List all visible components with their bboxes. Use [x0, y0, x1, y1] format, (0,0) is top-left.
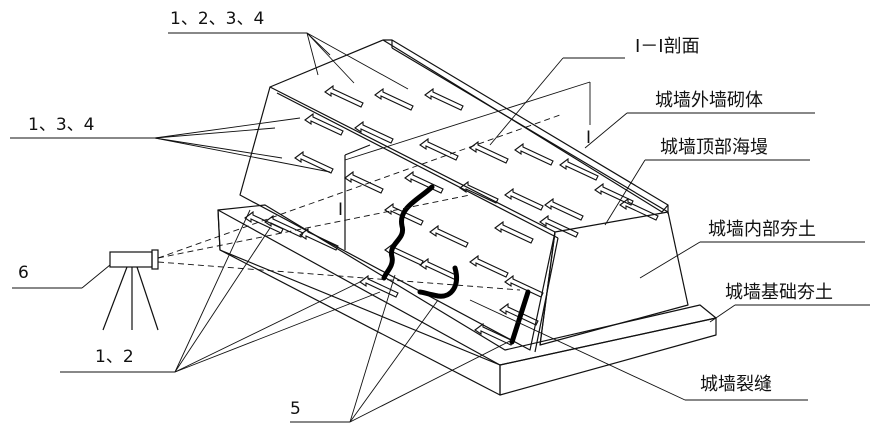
total-station-instrument	[103, 250, 158, 330]
section-mark-right: I	[586, 128, 591, 148]
flow-arrow	[505, 189, 543, 210]
flow-arrow	[495, 222, 533, 243]
flow-arrow	[430, 226, 468, 247]
tripod-leg	[137, 267, 158, 330]
flow-arrow	[470, 256, 508, 277]
label-foundation-rammed-earth: 城墙基础夯土	[725, 282, 833, 303]
flow-arrow	[420, 139, 458, 160]
top-back-edge	[270, 40, 383, 87]
instrument-lens	[152, 250, 158, 269]
flow-arrow	[540, 216, 578, 237]
flow-arrow	[295, 152, 333, 173]
label-top-embankment: 城墙顶部海墁	[660, 137, 768, 158]
flow-arrow	[545, 199, 583, 220]
label-inner-rammed-earth: 城墙内部夯土	[708, 219, 816, 240]
tripod-leg	[103, 267, 127, 330]
flow-arrow	[425, 89, 463, 110]
label-outer-masonry: 城墙外墙砌体	[655, 90, 763, 111]
inner-earth-front	[540, 212, 688, 345]
flow-arrow	[515, 144, 553, 165]
flow-arrow	[375, 89, 413, 110]
label-group-1234: 1、2、3、4	[170, 9, 264, 29]
flow-arrow	[470, 142, 508, 163]
label-6: 6	[18, 263, 29, 283]
label-group-134: 1、3、4	[28, 115, 94, 135]
foundation-side-face	[500, 318, 716, 395]
flow-arrow	[475, 324, 513, 345]
drainage-arrows	[245, 86, 658, 345]
flow-arrow	[420, 259, 458, 280]
label-5: 5	[290, 399, 301, 419]
flow-arrow	[505, 276, 543, 297]
crack-wavy	[384, 187, 432, 278]
wall-structure	[218, 40, 716, 395]
section-mark-left: I	[338, 200, 343, 220]
label-group-12: 1、2	[95, 347, 134, 367]
crack-straight	[512, 292, 528, 342]
instrument-body	[110, 252, 152, 267]
foundation-top-face	[218, 205, 716, 365]
label-section: I－I剖面	[635, 36, 700, 57]
flow-arrow	[300, 229, 338, 250]
label-crack: 城墙裂缝	[700, 374, 772, 395]
cracks	[384, 187, 528, 342]
flow-arrow	[325, 86, 363, 107]
